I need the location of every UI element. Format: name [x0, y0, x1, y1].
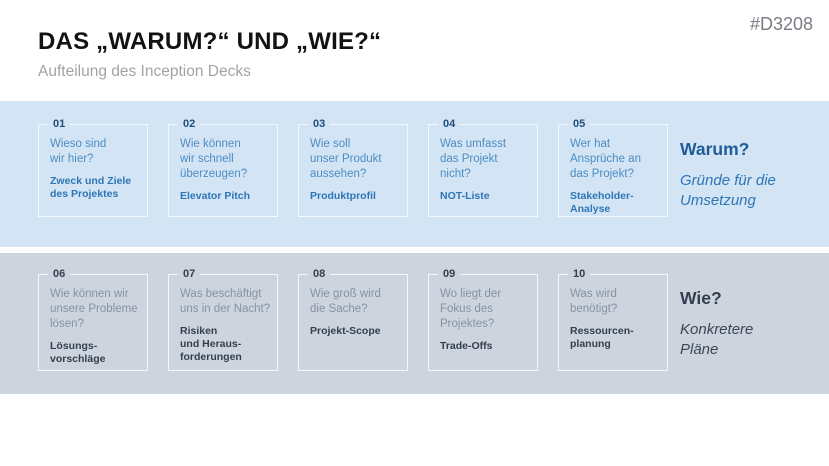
card-label: Zweck und Ziele des Projektes — [50, 175, 132, 200]
card-08: 08 Wie groß wird die Sache? Projekt-Scop… — [298, 267, 408, 371]
card-label: Produktprofil — [310, 190, 376, 202]
card-number: 05 — [568, 117, 591, 132]
card-question: Was umfasst das Projekt nicht? — [440, 138, 507, 180]
card-question: Wo liegt der Fokus des Projektes? — [440, 288, 502, 330]
card-question: Was wird benötigt? — [570, 288, 618, 315]
card-03: 03 Wie soll unser Produkt aussehen? Prod… — [298, 117, 408, 217]
band-warum-heading: Warum? — [680, 139, 750, 159]
card-number: 08 — [308, 267, 331, 282]
card-label: NOT-Liste — [440, 190, 490, 202]
card-02: 02 Wie können wir schnell überzeugen? El… — [168, 117, 278, 217]
card-04: 04 Was umfasst das Projekt nicht? NOT-Li… — [428, 117, 538, 217]
band-wie-subheading: Konkretere Pläne — [680, 321, 754, 358]
card-number: 10 — [568, 267, 591, 282]
card-number: 09 — [438, 267, 461, 282]
card-number: 01 — [48, 117, 71, 132]
card-row-wie: 06 Wie können wir unsere Probleme lösen?… — [38, 267, 668, 371]
card-10: 10 Was wird benötigt? Ressourcen- planun… — [558, 267, 668, 371]
card-label: Elevator Pitch — [180, 190, 251, 202]
card-05: 05 Wer hat Ansprüche an das Projekt? Sta… — [558, 117, 668, 217]
card-question: Wie soll unser Produkt aussehen? — [310, 138, 382, 180]
band-wie: 06 Wie können wir unsere Probleme lösen?… — [0, 253, 829, 394]
card-question: Wie können wir schnell überzeugen? — [180, 138, 248, 180]
card-06: 06 Wie können wir unsere Probleme lösen?… — [38, 267, 148, 371]
card-label: Risiken und Heraus- forderungen — [180, 325, 242, 363]
band-warum-subheading: Gründe für die Umsetzung — [680, 172, 776, 209]
page-subtitle: Aufteilung des Inception Decks — [38, 63, 251, 80]
card-label: Projekt-Scope — [310, 325, 381, 337]
card-question: Wie können wir unsere Probleme lösen? — [50, 288, 138, 330]
card-question: Wie groß wird die Sache? — [310, 288, 381, 315]
card-number: 04 — [438, 117, 461, 132]
card-label: Trade-Offs — [440, 340, 493, 352]
product-code-tag: #D3208 — [749, 14, 813, 34]
card-label: Lösungs- vorschläge — [50, 340, 106, 365]
card-question: Wieso sind wir hier? — [50, 138, 107, 165]
card-number: 02 — [178, 117, 201, 132]
card-number: 07 — [178, 267, 201, 282]
card-01: 01 Wieso sind wir hier? Zweck und Ziele … — [38, 117, 148, 217]
band-wie-text: Wie? Konkretere Pläne — [680, 288, 753, 360]
card-07: 07 Was beschäftigt uns in der Nacht? Ris… — [168, 267, 278, 371]
card-number: 03 — [308, 117, 331, 132]
card-question: Wer hat Ansprüche an das Projekt? — [570, 138, 641, 180]
card-row-warum: 01 Wieso sind wir hier? Zweck und Ziele … — [38, 117, 668, 217]
card-label: Stakeholder- Analyse — [570, 190, 634, 215]
band-wie-heading: Wie? — [680, 288, 722, 308]
card-09: 09 Wo liegt der Fokus des Projektes? Tra… — [428, 267, 538, 371]
band-warum: 01 Wieso sind wir hier? Zweck und Ziele … — [0, 101, 829, 247]
card-question: Was beschäftigt uns in der Nacht? — [180, 288, 271, 315]
band-warum-text: Warum? Gründe für die Umsetzung — [680, 139, 776, 211]
card-label: Ressourcen- planung — [570, 325, 634, 350]
card-number: 06 — [48, 267, 71, 282]
page-title: DAS „WARUM?“ UND „WIE?“ — [38, 28, 382, 55]
